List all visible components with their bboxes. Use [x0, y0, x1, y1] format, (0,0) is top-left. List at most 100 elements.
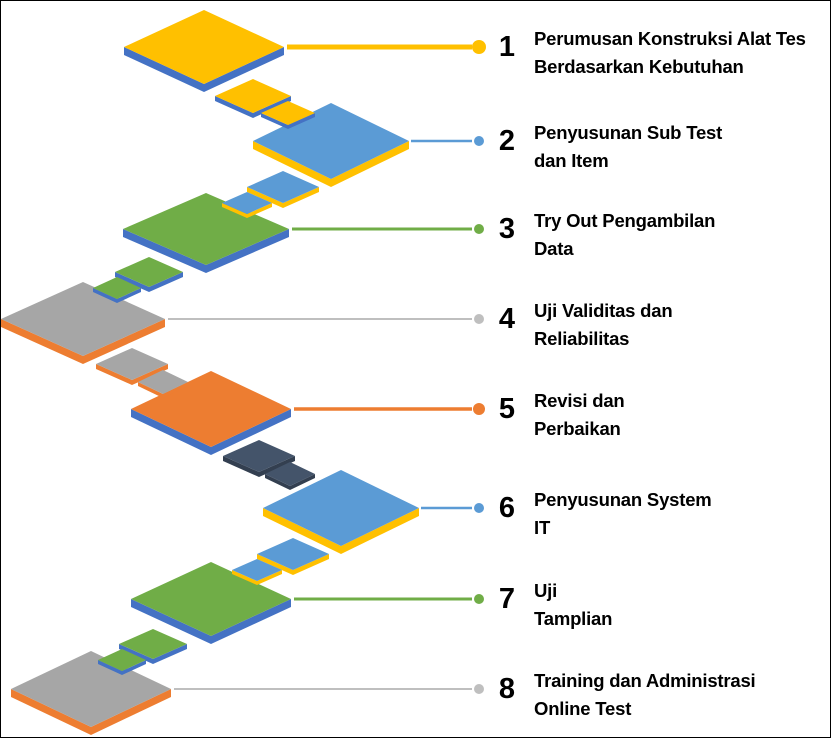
step-8-label-line1: Training dan Administrasi: [534, 670, 756, 691]
stepstone-4-5-a-top: [96, 348, 168, 380]
step-4-tile-edge-right: [83, 319, 165, 364]
stepstone-7-8-a-top: [119, 629, 187, 659]
step-3-label: Try Out Pengambilan Data: [534, 207, 828, 263]
step-5-number: 5: [498, 393, 516, 425]
stepstone-1-2-b-top: [261, 101, 315, 125]
step-8-tile-top: [11, 651, 171, 727]
step-3-dot: [474, 224, 484, 234]
step-3-tile-edge-left: [123, 229, 206, 273]
step-6-label: Penyusunan System IT: [534, 486, 828, 542]
stepstones-5-6: [223, 440, 315, 490]
step-4-label: Uji Validitas dan Reliabilitas: [534, 297, 828, 353]
step-4-tile-edge-left: [1, 319, 83, 364]
stepstone-4-5-a-edge-left: [96, 364, 132, 385]
step-6-number: 6: [498, 492, 516, 524]
step-6-tile-edge-left: [263, 508, 341, 554]
step-2-tile-edge-right: [331, 141, 409, 187]
stepstone-6-7-a-edge-left: [257, 554, 293, 575]
stepstone-6-7-a-top: [257, 538, 329, 570]
stepstone-3-4-a-edge-left: [115, 272, 149, 292]
step-8-tile-edge-right: [91, 689, 171, 735]
step-2-label-line1: Penyusunan Sub Test: [534, 122, 723, 143]
step-6-label-line1: Penyusunan System: [534, 489, 712, 510]
step-7-label-line2: Tamplian: [534, 608, 613, 629]
stepstone-5-6-a-top: [223, 440, 295, 472]
stepstone-4-5-a-edge-right: [132, 364, 168, 385]
step-8-number: 8: [498, 673, 516, 705]
stepstone-3-4-a-edge-right: [149, 272, 183, 292]
stepstone-2-3-a-edge-left: [247, 187, 283, 208]
step-6-label-line2: IT: [534, 517, 551, 538]
step-4-tile-top: [1, 282, 165, 356]
step-3-tile-edge-right: [206, 229, 289, 273]
step-6-tile: [263, 470, 419, 554]
step-7-dot: [474, 594, 484, 604]
step-3-label-line1: Try Out Pengambilan: [534, 210, 716, 231]
step-4-number: 4: [498, 303, 516, 335]
stepstone-3-4-b-edge-left: [93, 288, 117, 303]
stepstone-2-3-a-edge-right: [283, 187, 319, 208]
stepstone-5-6-b-edge-right: [290, 474, 315, 490]
stepstones-6-7: [232, 538, 329, 585]
step-1-tile-edge-right: [204, 47, 284, 92]
stepstone-1-2-b-edge-left: [261, 113, 288, 129]
step-1-tile-edge-left: [124, 47, 204, 92]
stepstone-4-5-b-top: [138, 370, 188, 394]
step-8-label-line2: Online Test: [534, 698, 632, 719]
stepstone-7-8-b-edge-right: [122, 660, 146, 675]
stepstone-6-7-b-edge-right: [257, 570, 282, 585]
stepstone-2-3-b-edge-right: [247, 203, 272, 218]
stepstone-5-6-b-edge-left: [265, 474, 290, 490]
stepstone-5-6-a-edge-left: [223, 456, 259, 477]
step-5-tile-edge-left: [131, 409, 211, 455]
step-1-tile: [124, 10, 284, 92]
step-7-tile-edge-right: [211, 599, 291, 644]
stepstone-7-8-a-edge-left: [119, 644, 153, 664]
step-4-dot: [474, 314, 484, 324]
stepstone-3-4-b-edge-right: [117, 288, 141, 303]
stepstone-6-7-b-edge-left: [232, 570, 257, 585]
stepstones-2-3: [222, 171, 319, 218]
step-1-label: Perumusan Konstruksi Alat Tes Berdasarka…: [534, 25, 828, 81]
stepstone-2-3-a-top: [247, 171, 319, 203]
step-5-dot: [473, 403, 485, 415]
step-3-number: 3: [498, 213, 516, 245]
stepstone-1-2-a-edge-left: [215, 96, 253, 118]
stepstone-1-2-b-edge-right: [288, 113, 315, 129]
step-6-dot: [474, 503, 484, 513]
stepstone-2-3-b-edge-left: [222, 203, 247, 218]
stepstone-5-6-a-edge-right: [259, 456, 295, 477]
step-2-dot: [474, 136, 484, 146]
stepstone-4-5-b-edge-left: [138, 382, 163, 398]
stepstone-3-4-b-top: [93, 277, 141, 299]
stepstone-7-8-a-edge-right: [153, 644, 187, 664]
step-2-label: Penyusunan Sub Test dan Item: [534, 119, 828, 175]
step-5-tile-edge-right: [211, 409, 291, 455]
step-1-label-line1: Perumusan Konstruksi Alat Tes: [534, 28, 806, 49]
stepstone-5-6-b-top: [265, 462, 315, 486]
step-2-label-line2: dan Item: [534, 150, 609, 171]
step-6-tile-edge-right: [341, 508, 419, 554]
step-2-tile-edge-left: [253, 141, 331, 187]
step-1-label-line2: Berdasarkan Kebutuhan: [534, 56, 744, 77]
step-8-tile: [11, 651, 171, 735]
step-4-tile: [1, 282, 165, 364]
stepstones-4-5: [96, 348, 188, 398]
stepstone-4-5-b-edge-right: [163, 382, 188, 398]
step-7-number: 7: [498, 583, 516, 615]
step-7-label-line1: Uji: [534, 580, 558, 601]
connectors-layer: [168, 40, 486, 694]
step-5-label-line2: Perbaikan: [534, 418, 621, 439]
stepstone-6-7-b-top: [232, 559, 282, 581]
stepstone-3-4-a-top: [115, 257, 183, 287]
stepstone-6-7-a-edge-right: [293, 554, 329, 575]
stepstone-7-8-b-edge-left: [98, 660, 122, 675]
step-4-label-line2: Reliabilitas: [534, 328, 630, 349]
step-8-dot: [474, 684, 484, 694]
step-5-label: Revisi dan Perbaikan: [534, 387, 828, 443]
step-1-tile-top: [124, 10, 284, 84]
stepstone-1-2-a-top: [215, 79, 291, 113]
step-4-label-line1: Uji Validitas dan: [534, 300, 673, 321]
